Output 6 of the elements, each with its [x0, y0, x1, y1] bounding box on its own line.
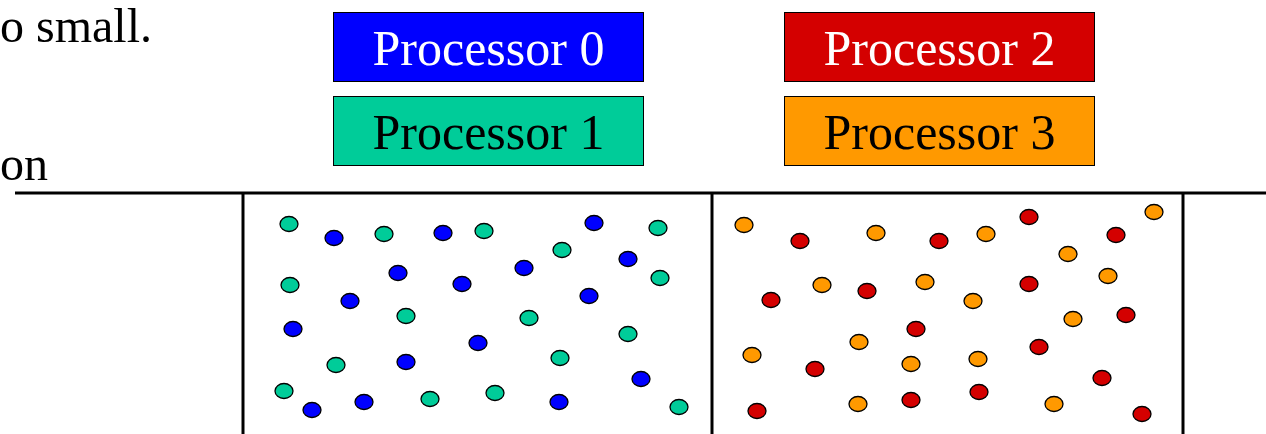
- slide-text: on: [0, 140, 48, 188]
- slide-text: o small.: [0, 2, 152, 50]
- legend-key: Processor 3: [784, 96, 1095, 166]
- legend-key: Processor 0: [333, 12, 644, 82]
- legend-key: Processor 1: [333, 96, 644, 166]
- legend-key: Processor 2: [784, 12, 1095, 82]
